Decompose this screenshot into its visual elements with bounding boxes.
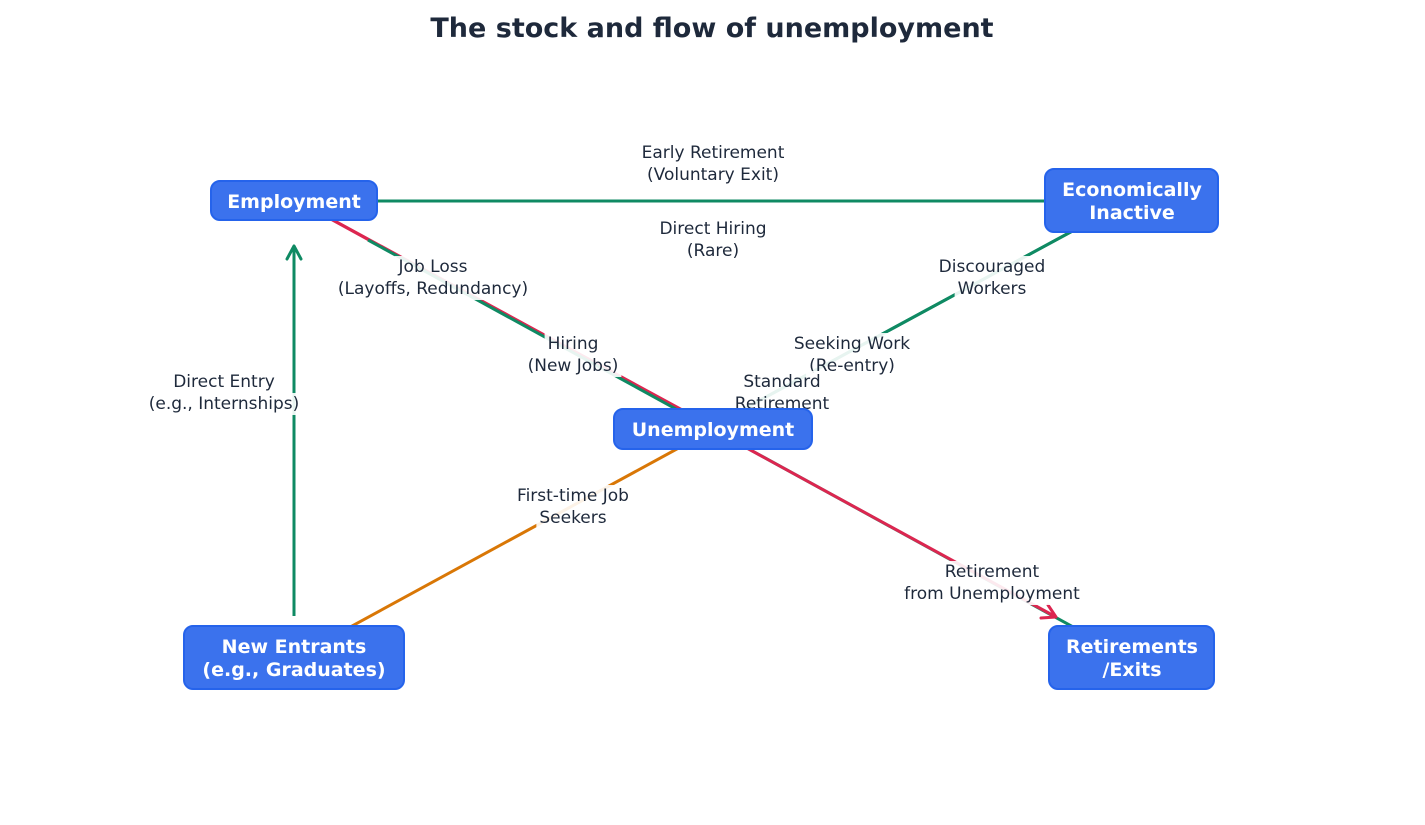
- node-entrants-label-line2: (e.g., Graduates): [202, 659, 385, 681]
- edge-first-time-line: [296, 430, 709, 658]
- label-standard-retirement-line1: Standard: [743, 372, 820, 392]
- label-discouraged-line2: Workers: [958, 279, 1027, 299]
- node-unemployment-label: Unemployment: [632, 419, 794, 441]
- label-background: [145, 393, 303, 415]
- node-retirements-label-line1: Retirements: [1066, 636, 1198, 658]
- node-retirements-label-line2: /Exits: [1102, 659, 1161, 681]
- label-background: [544, 333, 602, 355]
- label-background: [394, 256, 471, 278]
- stock-nodes: Employment Economically Inactive Unemplo…: [183, 168, 1219, 690]
- label-background: [334, 278, 532, 300]
- label-retirement-from-unemployment: Retirement from Unemployment: [901, 561, 1084, 605]
- node-inactive-label-line2: Inactive: [1089, 202, 1175, 224]
- node-employment-label: Employment: [227, 191, 361, 213]
- edge-direct-entry-arrowhead: [285, 244, 303, 261]
- label-retirement-unemp-line2: from Unemployment: [904, 584, 1080, 604]
- label-background: [790, 333, 914, 355]
- edge-retirement-unemp-arrowhead: [1039, 603, 1058, 620]
- label-background: [954, 278, 1030, 300]
- label-background: [806, 355, 898, 377]
- label-background: [514, 485, 632, 507]
- label-first-time-line2: Seekers: [539, 508, 606, 528]
- label-early-retirement-line1: Early Retirement: [642, 143, 785, 163]
- label-background: [935, 256, 1049, 278]
- label-direct-entry-line1: Direct Entry: [173, 372, 275, 392]
- edge-direct-hiring: [296, 192, 1126, 210]
- label-hiring-line2: (New Jobs): [528, 356, 619, 376]
- node-new-entrants: New Entrants (e.g., Graduates): [183, 625, 405, 690]
- label-background: [683, 240, 743, 262]
- label-background: [170, 371, 278, 393]
- label-hiring-line1: Hiring: [548, 334, 599, 354]
- node-employment-box: [210, 180, 378, 221]
- label-job-loss-line1: Job Loss: [398, 257, 468, 277]
- node-unemployment-box: [613, 408, 813, 450]
- label-hiring: Hiring (New Jobs): [524, 333, 622, 377]
- label-background: [644, 164, 782, 186]
- node-entrants-box: [183, 625, 405, 690]
- node-unemployment: Unemployment: [613, 408, 813, 450]
- label-direct-entry: Direct Entry (e.g., Internships): [145, 371, 303, 415]
- label-background: [941, 561, 1043, 583]
- label-job-loss: Job Loss (Layoffs, Redundancy): [334, 256, 532, 300]
- node-retirements-box: [1048, 625, 1215, 690]
- label-direct-entry-line2: (e.g., Internships): [149, 394, 300, 414]
- label-discouraged-workers: Discouraged Workers: [935, 256, 1049, 300]
- node-economically-inactive: Economically Inactive: [1044, 168, 1219, 233]
- label-background: [638, 142, 788, 164]
- label-background: [901, 583, 1084, 605]
- label-early-retirement-line2: (Voluntary Exit): [647, 165, 779, 185]
- node-employment: Employment: [210, 180, 378, 221]
- label-direct-hiring: Direct Hiring (Rare): [656, 218, 770, 262]
- diagram-title: The stock and flow of unemployment: [430, 13, 993, 44]
- label-first-time-line1: First-time Job: [517, 486, 629, 506]
- label-background: [536, 507, 610, 529]
- node-inactive-label-line1: Economically: [1062, 179, 1202, 201]
- label-job-loss-line2: (Layoffs, Redundancy): [338, 279, 528, 299]
- label-background: [740, 371, 824, 393]
- label-background: [524, 355, 622, 377]
- node-entrants-label-line1: New Entrants: [222, 636, 367, 658]
- flow-labels: Early Retirement (Voluntary Exit) Direct…: [145, 142, 1084, 605]
- label-retirement-unemp-line1: Retirement: [945, 562, 1040, 582]
- label-background: [656, 218, 770, 240]
- label-seeking-work-line2: (Re-entry): [809, 356, 895, 376]
- label-first-time-seekers: First-time Job Seekers: [514, 485, 632, 529]
- node-retirements-exits: Retirements /Exits: [1048, 625, 1215, 690]
- label-seeking-work: Seeking Work (Re-entry): [790, 333, 914, 377]
- edge-first-time-seekers: [296, 430, 710, 658]
- label-direct-hiring-line2: (Rare): [687, 241, 739, 261]
- label-early-retirement: Early Retirement (Voluntary Exit): [638, 142, 788, 186]
- node-inactive-box: [1044, 168, 1219, 233]
- label-direct-hiring-line1: Direct Hiring: [659, 219, 766, 239]
- label-seeking-work-line1: Seeking Work: [794, 334, 910, 354]
- edge-direct-entry: [285, 244, 303, 616]
- label-discouraged-line1: Discouraged: [939, 257, 1046, 277]
